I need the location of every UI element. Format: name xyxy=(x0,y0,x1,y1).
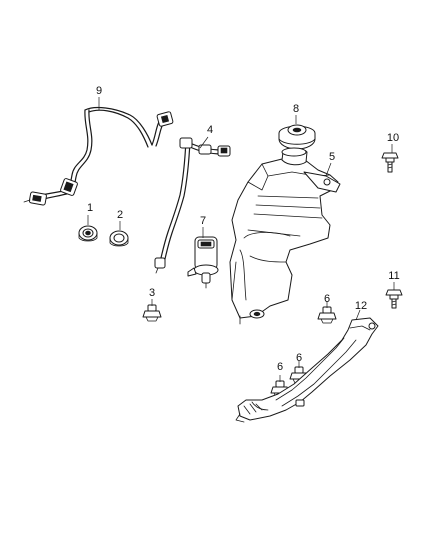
callout-12: 12 xyxy=(355,300,367,312)
wiring-harness-part-9[interactable] xyxy=(23,106,174,206)
callout-5: 5 xyxy=(329,151,335,163)
callout-2: 2 xyxy=(117,209,123,221)
callout-9: 9 xyxy=(96,85,102,97)
callout-6-c: 6 xyxy=(277,361,283,373)
bracket-part-12[interactable] xyxy=(235,317,379,423)
callout-4: 4 xyxy=(207,124,213,136)
callout-6-a: 6 xyxy=(324,293,330,305)
clip-part-6-a[interactable] xyxy=(317,306,337,324)
clip-part-3[interactable] xyxy=(142,304,162,322)
bolt-part-10[interactable] xyxy=(381,152,399,173)
callout-3: 3 xyxy=(149,287,155,299)
callout-1: 1 xyxy=(87,202,93,214)
washer-reservoir-part-5[interactable] xyxy=(229,147,341,325)
callout-11: 11 xyxy=(388,270,399,282)
filler-cap-part-8[interactable] xyxy=(278,124,316,150)
callout-10: 10 xyxy=(387,132,399,144)
callout-8: 8 xyxy=(293,103,299,115)
washer-pump-part-7[interactable] xyxy=(187,236,219,289)
callout-7: 7 xyxy=(200,215,206,227)
bolt-part-11[interactable] xyxy=(385,289,403,309)
grommet-part-1[interactable] xyxy=(78,225,98,242)
callout-6-b: 6 xyxy=(296,352,302,364)
grommet-part-2[interactable] xyxy=(109,230,129,247)
pump-harness-part-4[interactable] xyxy=(154,137,231,274)
